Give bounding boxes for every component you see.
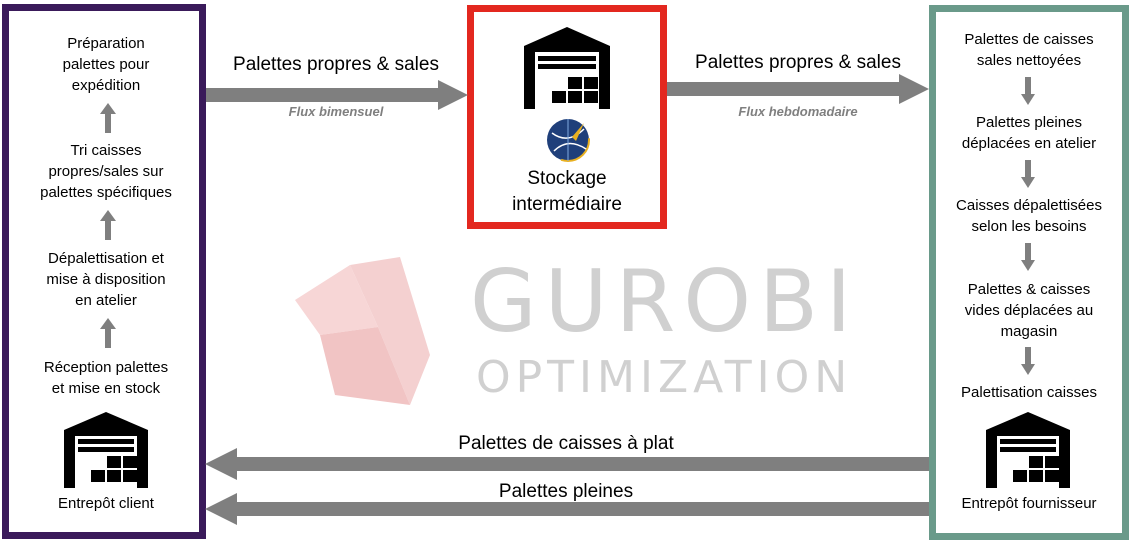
globe-logo-icon <box>546 118 590 162</box>
flow-supplier-to-client-flat-label: Palettes de caisses à plat <box>458 433 674 454</box>
flow-storage-to-supplier-frequency: Flux hebdomadaire <box>738 104 858 119</box>
supplier-down-arrow-4 <box>1021 347 1035 375</box>
supplier-warehouse-box <box>929 5 1129 540</box>
flow-storage-to-supplier-label: Palettes propres & sales <box>695 52 901 73</box>
warehouse-icon <box>64 412 148 488</box>
client-step-preparation: Préparation palettes pour expédition <box>62 35 150 94</box>
watermark-optimization: OPTIMIZATION <box>476 352 853 403</box>
flow-client-to-storage-frequency: Flux bimensuel <box>288 104 384 119</box>
client-step-depalletizing: Dépalettisation et mise à disposition en… <box>46 250 166 309</box>
supplier-step-cleaned: Palettes de caisses sales nettoyées <box>964 31 1094 69</box>
arrow-storage-to-supplier <box>667 74 929 104</box>
intermediate-storage-box <box>467 5 667 229</box>
client-up-arrow-3 <box>100 318 116 348</box>
supplier-warehouse-label: Entrepôt fournisseur <box>961 495 1097 512</box>
client-up-arrow-1 <box>100 103 116 133</box>
arrow-supplier-to-client-flat <box>205 448 929 480</box>
client-warehouse-box <box>2 4 206 539</box>
client-up-arrow-2 <box>100 210 116 240</box>
supplier-down-arrow-3 <box>1021 243 1035 271</box>
flow-supplier-to-client-full-label: Palettes pleines <box>498 481 634 502</box>
flow-client-to-storage-label: Palettes propres & sales <box>233 54 439 75</box>
supplier-down-arrow-2 <box>1021 160 1035 188</box>
warehouse-icon <box>524 27 610 109</box>
watermark-gurobi: GUROBI <box>470 252 860 352</box>
supplier-step-moved-to-workshop: Palettes pleines déplacées en atelier <box>961 114 1097 152</box>
supplier-step-moved-to-store: Palettes & caisses vides déplacées au ma… <box>964 281 1094 340</box>
arrow-client-to-storage <box>206 80 468 110</box>
intermediate-storage-label: Stockage intermédiaire <box>512 168 622 215</box>
warehouse-icon <box>986 412 1070 488</box>
supplier-down-arrow-1 <box>1021 77 1035 105</box>
supplier-step-palletizing: Palettisation caisses <box>961 384 1097 401</box>
client-warehouse-label: Entrepôt client <box>58 495 154 512</box>
arrow-supplier-to-client-full <box>205 493 929 525</box>
supplier-step-depalletized: Caisses dépalettisées selon les besoins <box>956 197 1102 235</box>
gurobi-logo-watermark <box>295 257 430 405</box>
client-step-sorting: Tri caisses propres/sales sur palettes s… <box>40 142 172 201</box>
client-step-reception: Réception palettes et mise en stock <box>43 359 169 397</box>
